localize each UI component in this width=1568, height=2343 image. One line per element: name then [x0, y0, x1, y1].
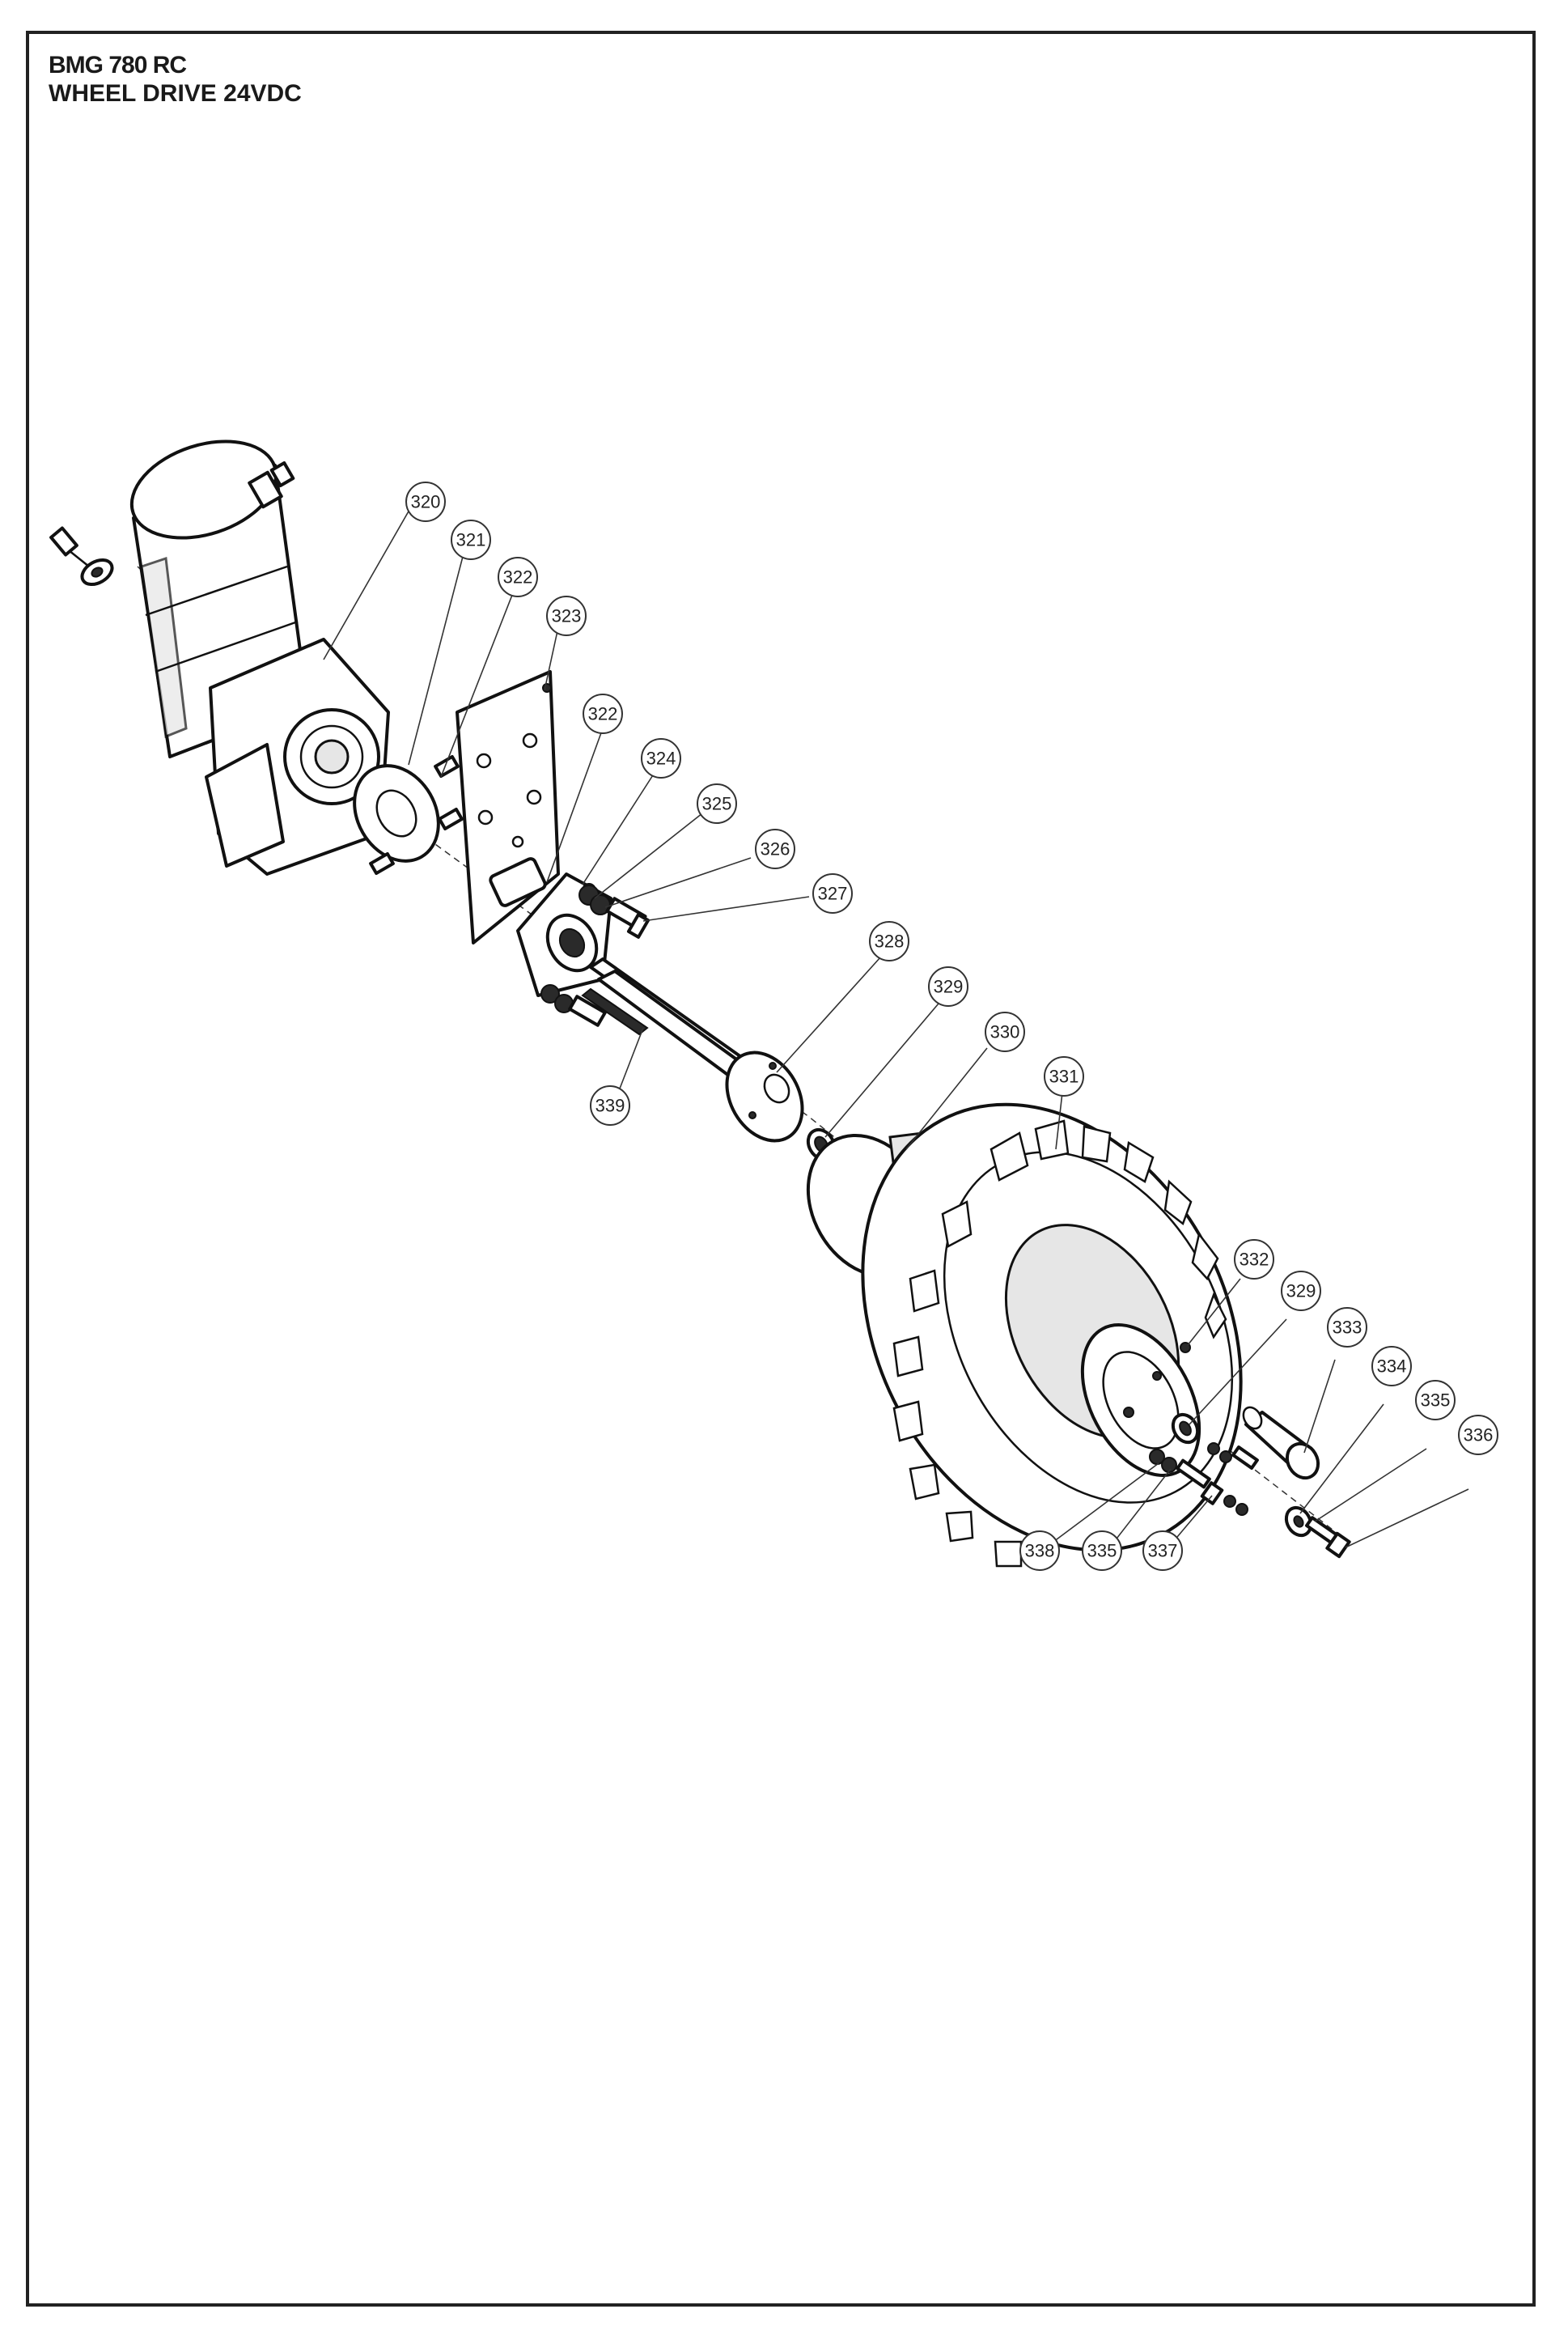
callout-336: 336 — [1458, 1415, 1498, 1455]
drive-motor — [129, 439, 390, 876]
drive-shaft — [581, 957, 804, 1143]
callout-328: 328 — [869, 921, 909, 961]
callout-334: 334 — [1371, 1346, 1412, 1386]
callout-label: 336 — [1464, 1425, 1494, 1445]
motor-mount-bolt — [49, 526, 114, 587]
callout-327: 327 — [812, 873, 853, 914]
drawing-title: WHEEL DRIVE 24VDC — [49, 79, 302, 107]
callout-label: 333 — [1333, 1318, 1362, 1338]
callout-329: 329 — [928, 966, 968, 1007]
callout-332: 332 — [1234, 1239, 1274, 1280]
rim-fasteners — [1149, 1442, 1259, 1516]
callout-339: 339 — [590, 1085, 630, 1126]
circlip-outer — [1171, 1412, 1200, 1445]
callout-333: 333 — [1327, 1307, 1367, 1348]
rim-half-outer — [1080, 1323, 1201, 1477]
callout-338: 338 — [1019, 1530, 1060, 1571]
model-name: BMG 780 RC — [49, 52, 187, 79]
callout-label: 329 — [1286, 1281, 1316, 1301]
callout-label: 322 — [588, 704, 618, 724]
callout-330: 330 — [985, 1012, 1025, 1052]
callout-label: 329 — [934, 977, 964, 997]
callout-label: 331 — [1049, 1067, 1079, 1087]
callout-label: 337 — [1148, 1541, 1178, 1561]
callout-label: 334 — [1377, 1356, 1407, 1377]
callout-label: 328 — [875, 932, 905, 952]
title-block: BMG 780 RC WHEEL DRIVE 24VDC — [49, 52, 302, 108]
callout-label: 324 — [646, 749, 676, 769]
callout-label: 323 — [552, 606, 582, 626]
axle-washer-bolt — [1284, 1505, 1351, 1559]
callout-label: 326 — [761, 839, 790, 860]
callout-335-lower: 335 — [1082, 1530, 1122, 1571]
callout-label: 320 — [411, 492, 441, 512]
mounting-plate — [456, 670, 560, 944]
callout-label: 330 — [990, 1022, 1020, 1042]
callout-326: 326 — [755, 829, 795, 869]
callout-321: 321 — [451, 520, 491, 560]
coupling-flange — [353, 754, 464, 876]
tyre — [861, 1102, 1243, 1568]
drawing-frame — [26, 31, 1536, 2307]
callout-label: 321 — [456, 530, 486, 550]
callout-320: 320 — [405, 482, 446, 522]
callout-label: 322 — [503, 567, 533, 588]
callout-label: 339 — [595, 1096, 625, 1116]
callout-label: 332 — [1240, 1250, 1269, 1270]
callout-323: 323 — [546, 596, 587, 636]
callout-337: 337 — [1142, 1530, 1183, 1571]
callout-329-outer: 329 — [1281, 1271, 1321, 1311]
leader-lines — [323, 509, 1469, 1548]
callout-label: 335 — [1421, 1390, 1451, 1411]
callout-label: 335 — [1087, 1541, 1117, 1561]
callout-label: 327 — [818, 884, 848, 904]
hub-sleeve — [1242, 1406, 1320, 1480]
callout-label: 338 — [1025, 1541, 1055, 1561]
callout-label: 325 — [702, 794, 732, 814]
tyre-tread — [892, 1119, 1227, 1568]
housing-fasteners — [540, 885, 651, 1027]
callout-331: 331 — [1044, 1056, 1084, 1097]
callout-322-housing: 322 — [583, 694, 623, 734]
callout-325: 325 — [697, 783, 737, 824]
callout-335: 335 — [1415, 1380, 1456, 1420]
callout-322: 322 — [498, 557, 538, 597]
callout-324: 324 — [641, 738, 681, 779]
